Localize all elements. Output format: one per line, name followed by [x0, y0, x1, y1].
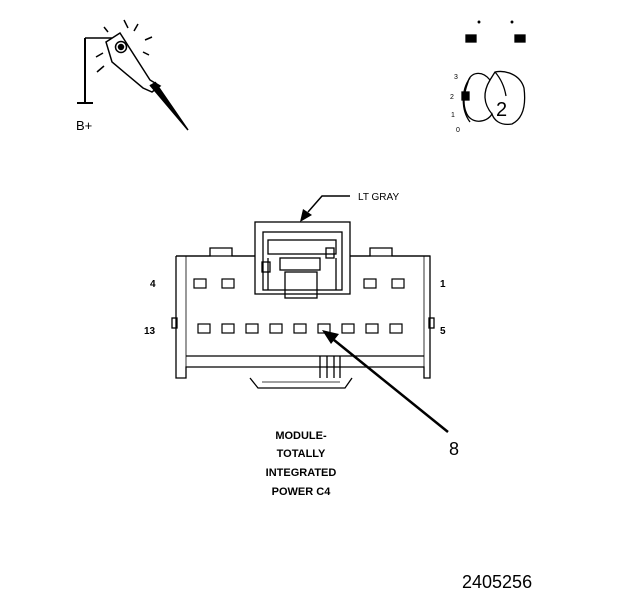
terminal-cavity — [365, 323, 379, 334]
pin-callout-arrow — [322, 330, 449, 433]
color-label: LT GRAY — [358, 192, 399, 203]
b-plus-label: B+ — [76, 118, 92, 133]
pin-label-1: 1 — [440, 279, 446, 290]
pin-label-13: 13 — [144, 326, 156, 337]
figure-id: 2405256 — [462, 572, 532, 592]
pin-label-4: 4 — [150, 279, 156, 290]
terminal-cavity — [245, 323, 259, 334]
title-line-4: POWER C4 — [272, 486, 332, 498]
scale-label-3: 3 — [454, 74, 458, 81]
terminal-cavity — [221, 323, 235, 334]
terminal-cavity — [221, 278, 235, 289]
terminal-cavity — [363, 278, 377, 289]
meter-selector-icon — [461, 20, 526, 126]
terminal-cavity — [269, 323, 283, 334]
scale-label-1: 1 — [451, 112, 455, 119]
terminal-cavity — [391, 278, 405, 289]
pin-label-5: 5 — [440, 326, 446, 337]
callout-pin-number: 8 — [449, 439, 459, 459]
scale-label-2: 2 — [450, 94, 454, 101]
terminal-cavity — [293, 323, 307, 334]
scale-label-0: 0 — [456, 127, 460, 134]
color-callout-arrow — [300, 195, 350, 222]
title-line-2: TOTALLY — [277, 448, 326, 460]
setting-number: 2 — [496, 99, 507, 121]
bottom-row-cavities — [197, 323, 403, 334]
top-row-cavities — [193, 278, 405, 289]
connector-body — [171, 221, 435, 389]
title-line-3: INTEGRATED — [266, 467, 337, 479]
title-line-1: MODULE- — [275, 430, 327, 442]
terminal-cavity — [193, 278, 207, 289]
terminal-cavity — [341, 323, 355, 334]
terminal-cavity — [389, 323, 403, 334]
terminal-cavity — [197, 323, 211, 334]
test-light-probe-icon — [77, 19, 189, 131]
